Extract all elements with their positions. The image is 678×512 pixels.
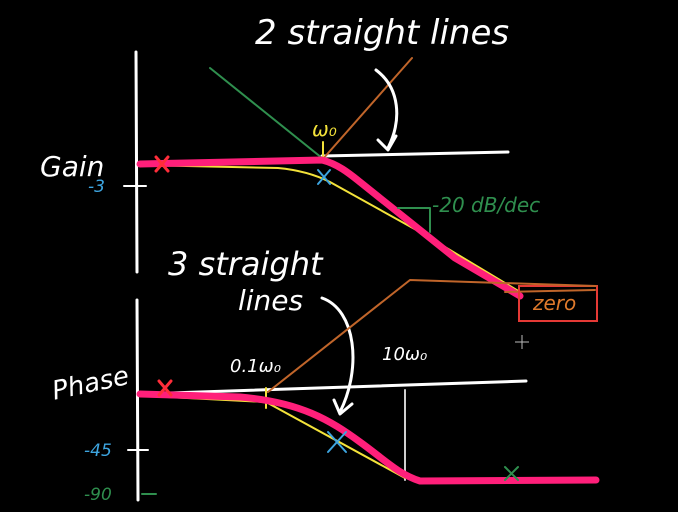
phase-horizontal-axis	[138, 379, 528, 396]
zero-label: zero	[532, 291, 576, 315]
phase-zero-asymptote	[267, 279, 597, 393]
phase-end-x-marker	[504, 466, 519, 481]
phase-marker-high: 10ω₀	[382, 344, 427, 365]
gain-yellow-approx	[139, 164, 521, 293]
phase-vertical-axis	[135, 298, 140, 502]
phase-tick-minus45: -45	[84, 441, 112, 461]
title-text: 2 straight lines	[255, 13, 509, 53]
phase-annotation-line2: lines	[238, 284, 303, 317]
gain-annotation-arrow	[374, 68, 399, 150]
gain-actual-curve	[136, 156, 524, 300]
gain-corner-x-marker	[317, 169, 331, 185]
phase-annotation-line1: 3 straight	[168, 245, 324, 283]
gain-vertical-axis	[134, 50, 139, 274]
corner-frequency-label: ω₀	[312, 117, 337, 141]
phase-annotation-arrow	[320, 296, 355, 414]
zero-highlight-box	[518, 285, 598, 322]
gain-x-marker	[154, 155, 170, 173]
phase-annotation-arrowhead	[332, 398, 354, 416]
gain-tick-minus3: -3	[88, 177, 105, 197]
crosshair-cursor-icon	[515, 335, 529, 349]
slope-triangle	[397, 207, 431, 233]
slope-label: -20 dB/dec	[432, 193, 540, 217]
phase-yellow-approx	[147, 395, 406, 479]
phase-corner-x-marker	[327, 431, 347, 453]
phase-tick-minus90: -90	[84, 485, 112, 505]
gain-annotation-arrowhead	[376, 134, 398, 152]
phase-x-marker	[157, 379, 173, 397]
gain-zero-asymptote	[321, 57, 413, 161]
phase-marker-low: 0.1ω₀	[230, 356, 281, 377]
gain-pole-asymptote	[209, 67, 323, 159]
gain-axis-label: Gain	[40, 150, 104, 183]
phase-axis-label: Phase	[50, 361, 132, 406]
gain-flat-asymptote	[320, 150, 510, 158]
phase-actual-curve	[136, 390, 600, 485]
